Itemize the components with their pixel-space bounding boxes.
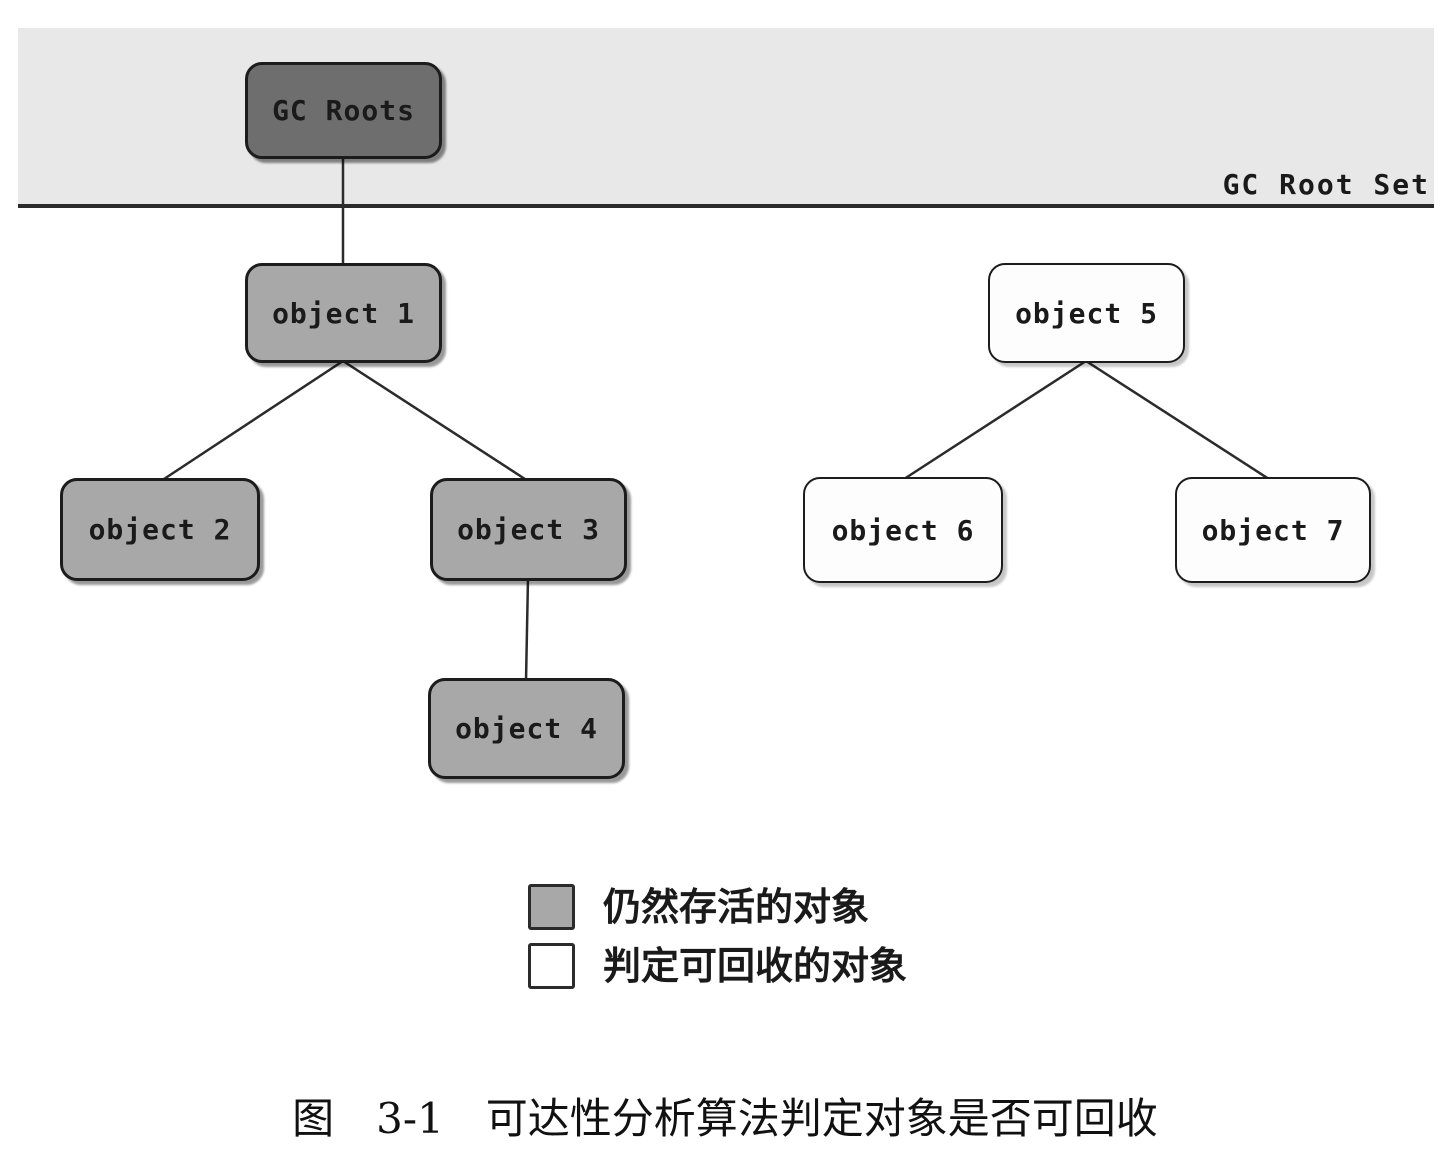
node-object-5: object 5 [988, 263, 1185, 363]
edge-object1-object2 [160, 359, 344, 483]
node-object-1: object 1 [245, 263, 442, 363]
legend-swatch-alive-icon [528, 884, 575, 930]
node-object-4: object 4 [428, 678, 625, 779]
legend-label-recyclable: 判定可回收的对象 [603, 944, 908, 988]
node-object-7: object 7 [1175, 477, 1371, 583]
legend-row-recyclable: 判定可回收的对象 [528, 943, 907, 989]
gc-root-set-label: GC Root Set [1222, 168, 1430, 201]
edge-object1-object3 [342, 359, 529, 483]
legend-swatch-recyclable-icon [528, 943, 575, 989]
figure-caption: 图 3-1 可达性分析算法判定对象是否可回收 [292, 1094, 1158, 1143]
edge-object5-object7 [1085, 359, 1273, 483]
edge-object3-object4 [524, 577, 530, 682]
legend: 仍然存活的对象 判定可回收的对象 [528, 884, 907, 1002]
legend-row-alive: 仍然存活的对象 [528, 884, 907, 930]
legend-label-alive: 仍然存活的对象 [603, 885, 870, 929]
node-object-2: object 2 [60, 478, 260, 581]
node-object-3: object 3 [430, 478, 627, 581]
node-gc-roots: GC Roots [245, 62, 442, 159]
node-object-6: object 6 [803, 477, 1003, 583]
gc-root-set-band: GC Root Set [18, 28, 1434, 208]
edge-object5-object6 [900, 359, 1087, 483]
